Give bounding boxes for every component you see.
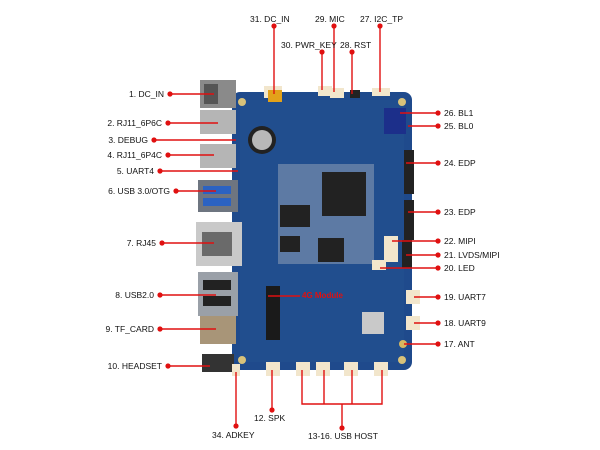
dc-in-top-plug xyxy=(268,90,282,102)
label-headset: 10. HEADSET xyxy=(107,361,162,371)
pwr-key-connector xyxy=(318,86,332,96)
i2c-tp-connector xyxy=(372,88,390,96)
4g-module-slot xyxy=(266,286,280,340)
usb2-port xyxy=(198,272,238,316)
mount-hole xyxy=(238,98,246,106)
soc-chip xyxy=(322,172,366,216)
label-mipi: 22. MIPI xyxy=(444,236,476,246)
label-dc-in-top: 31. DC_IN xyxy=(250,14,290,24)
adkey-connector xyxy=(232,364,240,376)
usb2-slot xyxy=(203,280,231,290)
4g-module-marking: 4G Module xyxy=(302,291,343,300)
label-usb2: 8. USB2.0 xyxy=(115,290,154,300)
label-pwr-key: 30. PWR_KEY xyxy=(281,40,337,50)
edp-header-1 xyxy=(404,150,414,194)
label-lvds-mipi: 21. LVDS/MIPI xyxy=(444,250,500,260)
leader-lines xyxy=(154,26,438,428)
label-usb-host: 13-16. USB HOST xyxy=(308,431,378,441)
label-rj45: 7. RJ45 xyxy=(126,238,156,248)
label-adkey: 34. ADKEY xyxy=(212,430,255,440)
rj11-6p6c xyxy=(200,110,236,134)
coin-battery-top xyxy=(252,130,272,150)
label-spk: 12. SPK xyxy=(254,413,286,423)
edp-header-2 xyxy=(404,200,414,240)
leader-dots xyxy=(151,23,441,431)
label-usb3-otg: 6. USB 3.0/OTG xyxy=(108,186,170,196)
label-uart9: 18. UART9 xyxy=(444,318,486,328)
label-bl0: 25. BL0 xyxy=(444,121,474,131)
label-bl1: 26. BL1 xyxy=(444,108,474,118)
headset-jack xyxy=(202,354,234,372)
usb-host-connector xyxy=(374,362,388,376)
label-tf-card: 9. TF_CARD xyxy=(105,324,155,334)
uart7-connector xyxy=(406,290,420,304)
label-uart7: 19. UART7 xyxy=(444,292,486,302)
wifi-module xyxy=(362,312,384,334)
pmic-chip xyxy=(280,236,300,252)
label-led: 20. LED xyxy=(444,263,475,273)
label-debug: 3. DEBUG xyxy=(108,135,148,145)
label-rst: 28. RST xyxy=(340,40,372,50)
usb-host-connector xyxy=(316,362,330,376)
label-edp-2: 23. EDP xyxy=(444,207,476,217)
spk-connector xyxy=(266,362,280,376)
bl-connector xyxy=(384,108,406,134)
rj11-6p4c xyxy=(200,144,236,168)
rj45-opening xyxy=(202,232,232,256)
rst-button xyxy=(350,90,360,98)
emmc-chip xyxy=(318,238,344,262)
usb-host-connector xyxy=(296,362,310,376)
label-mic: 29. MIC xyxy=(315,14,345,24)
led-connector xyxy=(372,260,386,270)
label-rj11-6p6c: 2. RJ11_6P6C xyxy=(107,118,162,128)
uart9-connector xyxy=(406,316,420,330)
usb3-slot xyxy=(203,186,231,194)
mount-hole xyxy=(238,356,246,364)
ant-connector xyxy=(399,340,407,348)
label-dc-in: 1. DC_IN xyxy=(129,89,164,99)
lvds-connector xyxy=(402,240,412,268)
label-rj11-6p4c: 4. RJ11_6P4C xyxy=(107,150,162,160)
label-edp-1: 24. EDP xyxy=(444,158,476,168)
label-uart4: 5. UART4 xyxy=(116,166,154,176)
mount-hole xyxy=(398,98,406,106)
mipi-connector xyxy=(384,236,398,262)
usb-host-connector xyxy=(344,362,358,376)
tf-card-slot xyxy=(200,316,236,344)
usb3-port xyxy=(198,180,238,212)
ram-chip xyxy=(280,205,310,227)
mic-connector xyxy=(330,88,344,98)
label-i2c-tp: 27. I2C_TP xyxy=(360,14,403,24)
leader-usb-host xyxy=(301,370,383,428)
label-ant: 17. ANT xyxy=(444,339,475,349)
mount-hole xyxy=(398,356,406,364)
usb2-slot xyxy=(203,296,231,306)
usb3-slot xyxy=(203,198,231,206)
